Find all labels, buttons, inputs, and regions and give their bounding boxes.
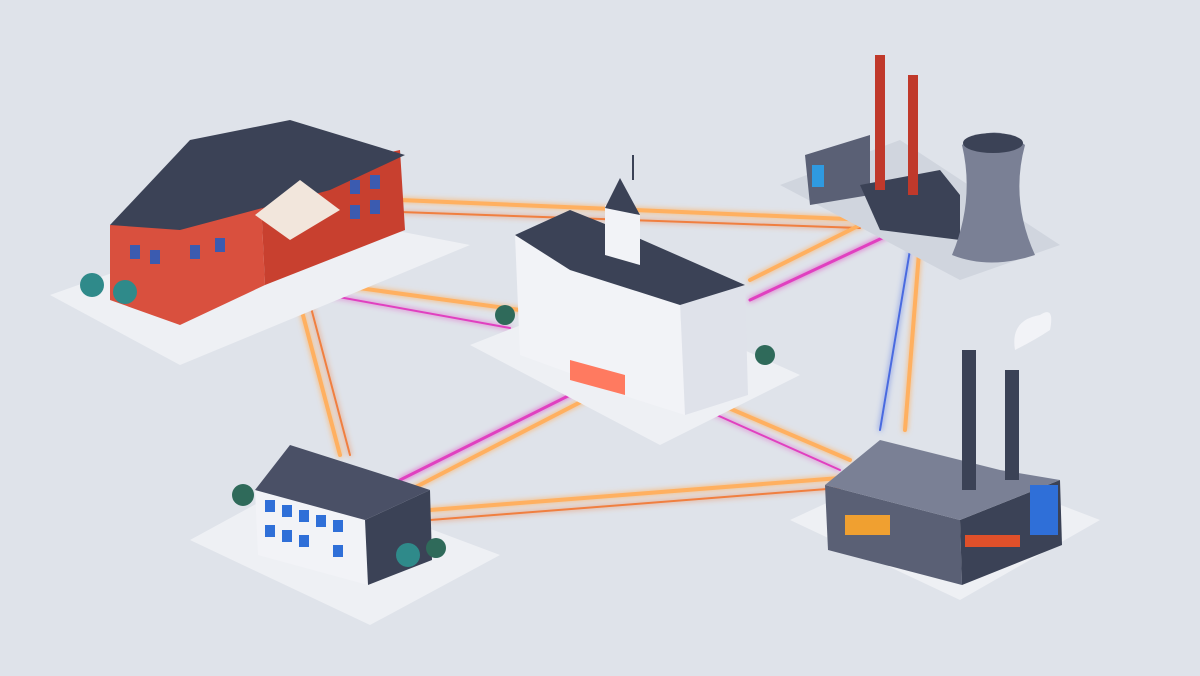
brick-school	[50, 120, 470, 365]
factory	[790, 312, 1100, 600]
office-building	[190, 445, 500, 625]
power-plant	[780, 55, 1060, 280]
city-hall	[470, 155, 800, 445]
